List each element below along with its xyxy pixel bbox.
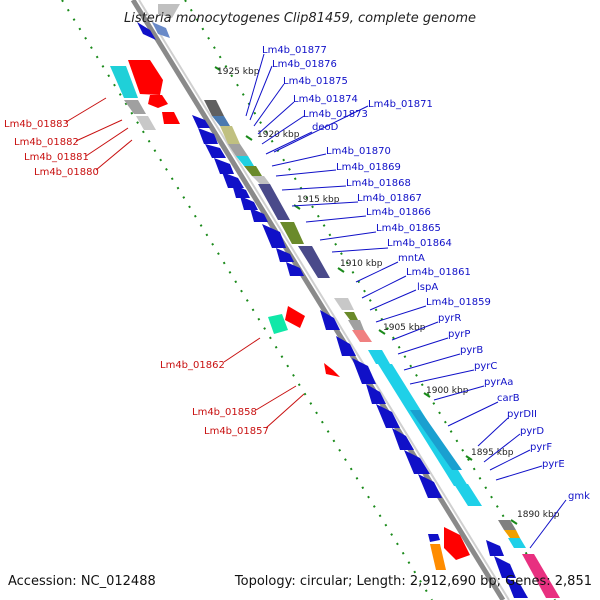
- tick-label: 1920 kbp: [257, 130, 300, 140]
- gc-dotted-track-inner: [184, 0, 556, 600]
- gene-label[interactable]: Lm4b_01873: [303, 109, 368, 120]
- gene-label[interactable]: pyrDII: [507, 409, 537, 420]
- reverse-cog-track: [110, 66, 446, 570]
- tick-label: 1925 kbp: [217, 67, 260, 77]
- gene-label[interactable]: pyrE: [542, 459, 565, 470]
- gene-label[interactable]: Lm4b_01866: [366, 207, 431, 218]
- tick-label: 1890 kbp: [517, 510, 560, 520]
- forward-leader-lines: [245, 53, 567, 549]
- gene-label[interactable]: Lm4b_01858: [192, 407, 257, 418]
- gene-label[interactable]: Lm4b_01868: [346, 178, 411, 189]
- gene-label[interactable]: Lm4b_01862: [160, 360, 225, 371]
- gene-label[interactable]: Lm4b_01859: [426, 297, 491, 308]
- topology-text: Topology: circular; Length: 2,912,690 bp…: [234, 574, 592, 589]
- gene-arrow[interactable]: [285, 306, 305, 328]
- gene-label[interactable]: deoD: [312, 122, 339, 133]
- gene-label[interactable]: Lm4b_01857: [204, 426, 269, 437]
- tick-label: 1910 kbp: [340, 259, 383, 269]
- gene-label[interactable]: pyrP: [448, 329, 470, 340]
- forward-cog-track: [204, 100, 560, 598]
- gene-label[interactable]: Lm4b_01865: [376, 223, 441, 234]
- tick-labels: 1925 kbp 1920 kbp 1915 kbp 1910 kbp 1905…: [217, 67, 560, 520]
- gene-label[interactable]: Lm4b_01875: [283, 76, 348, 87]
- gene-label[interactable]: Lm4b_01877: [262, 45, 327, 56]
- tick-label: 1895 kbp: [471, 448, 514, 458]
- genome-backbone: [130, 0, 506, 600]
- map-title: Listeria monocytogenes Clip81459, comple…: [124, 11, 476, 26]
- gene-label[interactable]: carB: [497, 393, 520, 404]
- top-features: [137, 4, 180, 40]
- tick-label: 1900 kbp: [426, 386, 469, 396]
- gc-dotted-track-outer: [61, 0, 433, 600]
- gene-label[interactable]: Lm4b_01861: [406, 267, 471, 278]
- gene-label[interactable]: pyrF: [530, 442, 552, 453]
- gene-label[interactable]: pyrD: [520, 426, 544, 437]
- gene-label[interactable]: pyrB: [460, 345, 483, 356]
- gene-label[interactable]: Lm4b_01874: [293, 94, 358, 105]
- gene-label[interactable]: gmk: [568, 491, 590, 502]
- gene-label[interactable]: pyrC: [474, 361, 497, 372]
- gene-arrow[interactable]: [128, 60, 163, 95]
- forward-gene-labels: Lm4b_01877 Lm4b_01876 Lm4b_01875 Lm4b_01…: [262, 45, 590, 502]
- gene-arrow[interactable]: [162, 112, 180, 124]
- gene-arrow[interactable]: [148, 95, 168, 108]
- reverse-gene-track: [128, 60, 470, 560]
- gene-label[interactable]: pyrAa: [484, 377, 513, 388]
- gene-label[interactable]: Lm4b_01882: [14, 137, 79, 148]
- gene-label[interactable]: Lm4b_01880: [34, 167, 99, 178]
- gene-label[interactable]: lspA: [417, 282, 438, 293]
- reverse-leader-lines: [65, 97, 305, 429]
- gene-label[interactable]: Lm4b_01864: [387, 238, 452, 249]
- reverse-gene-labels: Lm4b_01883 Lm4b_01882 Lm4b_01881 Lm4b_01…: [4, 119, 269, 437]
- tick-label: 1905 kbp: [383, 323, 426, 333]
- gene-label[interactable]: pyrR: [438, 313, 461, 324]
- accession-text: Accession: NC_012488: [8, 574, 156, 589]
- gene-label[interactable]: Lm4b_01881: [24, 152, 89, 163]
- gene-label[interactable]: mntA: [398, 253, 425, 264]
- gene-label[interactable]: Lm4b_01876: [272, 59, 337, 70]
- gene-label[interactable]: Lm4b_01870: [326, 146, 391, 157]
- gene-label[interactable]: Lm4b_01867: [357, 193, 422, 204]
- gene-arrow[interactable]: [324, 363, 340, 377]
- forward-gene-track: [192, 115, 528, 598]
- genome-backbone-shadow: [138, 0, 510, 600]
- gene-label[interactable]: Lm4b_01883: [4, 119, 69, 130]
- gene-label[interactable]: Lm4b_01871: [368, 99, 433, 110]
- tick-label: 1915 kbp: [297, 195, 340, 205]
- gene-label[interactable]: Lm4b_01869: [336, 162, 401, 173]
- gene-arrow[interactable]: [444, 527, 470, 560]
